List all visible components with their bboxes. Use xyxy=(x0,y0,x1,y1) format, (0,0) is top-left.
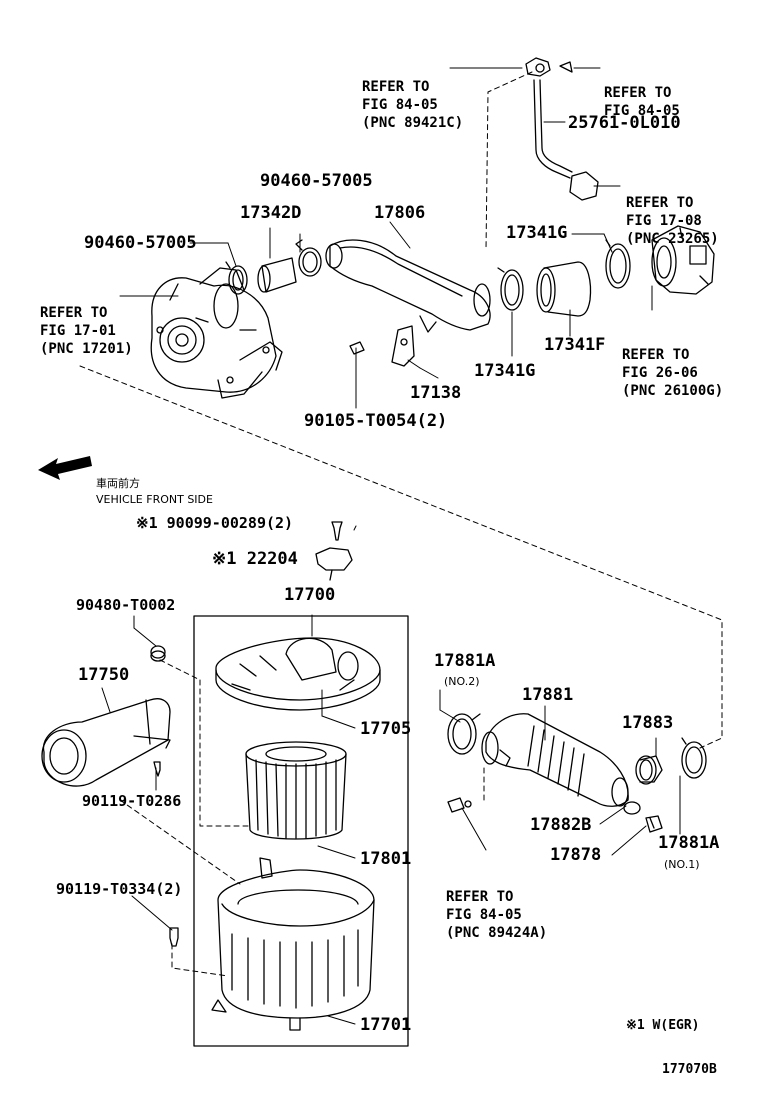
bolt-90119-t0286-drawing xyxy=(153,761,161,777)
part-90480-t0002[interactable]: 90480-T0002 xyxy=(76,596,176,614)
vehicle-front-arrow xyxy=(38,456,92,480)
vacuum-hose-drawing xyxy=(525,57,599,201)
part-90105-t0054[interactable]: 90105-T0054(2) xyxy=(304,411,448,431)
air-cleaner-frame xyxy=(193,615,409,1047)
hose-17342d-drawing xyxy=(257,257,297,293)
intake-pipe-17806-drawing xyxy=(325,239,491,333)
o-ring-17882b-drawing xyxy=(623,801,641,815)
part-17750[interactable]: 17750 xyxy=(78,665,130,685)
sensor-22204-drawing xyxy=(315,521,353,581)
part-17700[interactable]: 17700 xyxy=(284,585,336,605)
part-17881a-no2-suffix: (NO.2) xyxy=(444,675,480,688)
throttle-body-drawing xyxy=(651,225,715,295)
part-17705[interactable]: 17705 xyxy=(360,719,412,739)
part-90460-57005-top[interactable]: 90460-57005 xyxy=(260,171,373,191)
footnote-egr: ※1 W(EGR) xyxy=(626,1018,700,1033)
part-17881a-no1-suffix: (NO.1) xyxy=(664,858,700,871)
part-90119-t0286[interactable]: 90119-T0286 xyxy=(82,792,182,810)
part-90099-00289[interactable]: ※1 90099-00289(2) xyxy=(136,514,294,532)
hose-17341f-group xyxy=(497,239,631,317)
turbocharger-drawing xyxy=(150,267,283,399)
duct-17750-drawing xyxy=(41,698,171,787)
part-17342d[interactable]: 17342D xyxy=(240,203,302,223)
leader-lines xyxy=(101,67,681,1025)
part-22204[interactable]: ※1 22204 xyxy=(212,549,298,569)
part-17806[interactable]: 17806 xyxy=(374,203,426,223)
air-filter-17801-drawing xyxy=(245,741,347,840)
part-17341g-bottom[interactable]: 17341G xyxy=(474,361,536,381)
part-17881a-no2[interactable]: 17881A xyxy=(434,651,496,671)
part-25761-0l010[interactable]: 25761-0L010 xyxy=(568,113,681,133)
figure-id: 177070B xyxy=(662,1062,717,1077)
sensor-89424a-drawing xyxy=(447,797,472,813)
right-clamps-drawing xyxy=(635,737,707,785)
part-17801[interactable]: 17801 xyxy=(360,849,412,869)
part-17701[interactable]: 17701 xyxy=(360,1015,412,1035)
air-cleaner-case-17701-drawing xyxy=(211,857,375,1031)
bolt-90119-t0334-drawing xyxy=(169,927,179,947)
air-cleaner-cap-17705-drawing xyxy=(215,637,381,711)
part-17138[interactable]: 17138 xyxy=(410,383,462,403)
part-17883[interactable]: 17883 xyxy=(622,713,674,733)
part-17341f[interactable]: 17341F xyxy=(544,335,606,355)
part-17882b[interactable]: 17882B xyxy=(530,815,592,835)
part-17881[interactable]: 17881 xyxy=(522,685,574,705)
fitting-17878-drawing xyxy=(645,815,663,833)
part-17341g-top[interactable]: 17341G xyxy=(506,223,568,243)
part-90460-57005-left[interactable]: 90460-57005 xyxy=(84,233,197,253)
hose-clamps-top-left xyxy=(225,239,322,295)
bracket-17138-drawing xyxy=(349,325,415,367)
part-17881a-no1[interactable]: 17881A xyxy=(658,833,720,853)
clamp-17881a-no2-drawing xyxy=(447,713,481,755)
grommet-90480-drawing xyxy=(150,645,166,662)
part-17878[interactable]: 17878 xyxy=(550,845,602,865)
hose-17881-drawing xyxy=(481,713,629,807)
part-90119-t0334[interactable]: 90119-T0334(2) xyxy=(56,880,183,898)
dashed-connectors xyxy=(79,71,723,977)
